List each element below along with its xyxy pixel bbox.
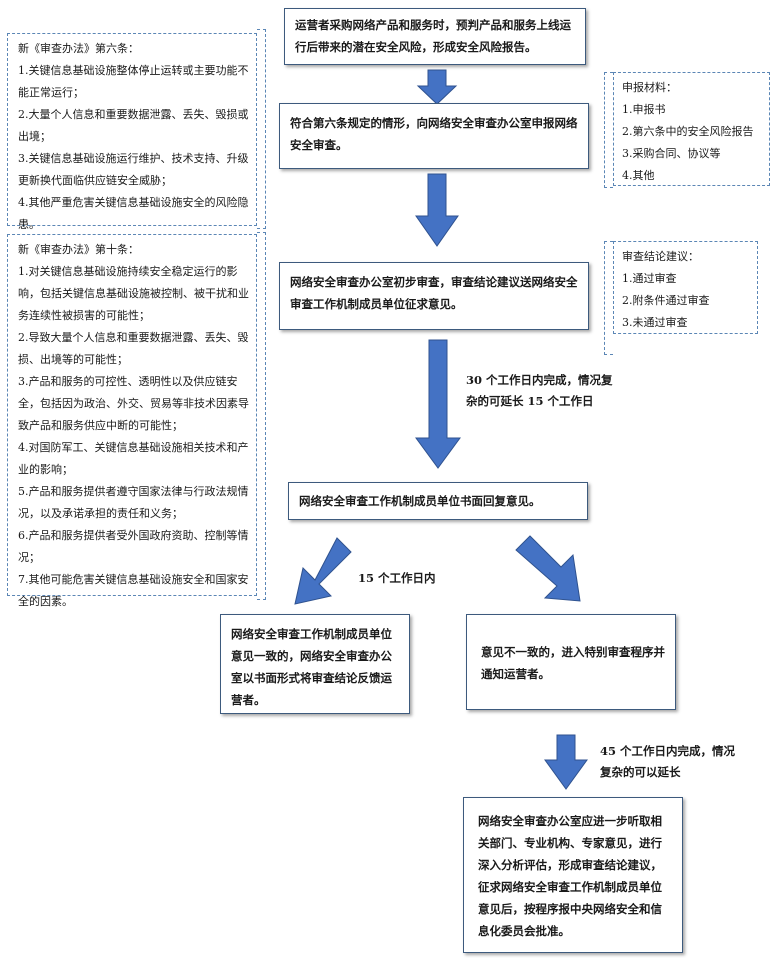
note-article-10-item: 6.产品和服务提供者受外国政府资助、控制等情况； — [18, 529, 249, 564]
step-apply-review-box: 符合第六条规定的情形，向网络安全审查办公室申报网络安全审查。 — [279, 103, 589, 169]
note-article-10-item: 3.产品和服务的可控性、透明性以及供应链安全，包括因为政治、外交、贸易等非技术因… — [18, 375, 249, 432]
note-conclusion: 审查结论建议： 1.通过审查 2.附条件通过审查 3.未通过审查 — [613, 241, 758, 334]
arrow-down-2 — [415, 173, 459, 247]
note-article-10-connector — [257, 232, 266, 600]
arrow-down-right — [515, 535, 581, 602]
note-materials-item: 2.第六条中的安全风险报告 — [622, 125, 754, 138]
arrow-down-1 — [416, 69, 458, 105]
note-conclusion-title: 审查结论建议： — [622, 250, 699, 263]
outcome-agree-box: 网络安全审查工作机制成员单位意见一致的，网络安全审查办公室以书面形式将审查结论反… — [220, 614, 410, 714]
note-article-10-item: 5.产品和服务提供者遵守国家法律与行政法规情况，以及承诺承担的责任和义务； — [18, 485, 249, 520]
note-article-6-connector — [257, 29, 266, 229]
note-article-10-item: 7.其他可能危害关键信息基础设施安全和国家安全的因素。 — [18, 573, 249, 608]
note-article-6-item: 1.关键信息基础设施整体停止运转或主要功能不能正常运行； — [18, 64, 249, 99]
label-15-days: 15 个工作日内 — [358, 571, 436, 585]
arrow-down-4 — [544, 734, 588, 790]
step-risk-report-text: 运营者采购网络产品和服务时，预判产品和服务上线运行后带来的潜在安全风险，形成安全… — [295, 18, 571, 54]
note-article-10-item: 1.对关键信息基础设施持续安全稳定运行的影响，包括关键信息基础设施被控制、被干扰… — [18, 265, 249, 322]
note-materials-item: 3.采购合同、协议等 — [622, 147, 721, 160]
note-article-6-title: 新《审查办法》第六条： — [18, 42, 139, 55]
special-review-text: 网络安全审查办公室应进一步听取相关部门、专业机构、专家意见，进行深入分析评估，形… — [478, 814, 662, 938]
note-article-6-item: 4.其他严重危害关键信息基础设施安全的风险隐患。 — [18, 196, 249, 231]
outcome-disagree-box: 意见不一致的，进入特别审查程序并通知运营者。 — [466, 614, 676, 710]
step-preliminary-review-box: 网络安全审查办公室初步审查，审查结论建议送网络安全审查工作机制成员单位征求意见。 — [279, 262, 589, 330]
note-article-10-title: 新《审查办法》第十条： — [18, 243, 139, 256]
note-article-6: 新《审查办法》第六条： 1.关键信息基础设施整体停止运转或主要功能不能正常运行；… — [7, 33, 257, 231]
note-materials-item: 1.申报书 — [622, 103, 666, 116]
note-conclusion-item: 3.未通过审查 — [622, 316, 688, 329]
outcome-agree-text: 网络安全审查工作机制成员单位意见一致的，网络安全审查办公室以书面形式将审查结论反… — [231, 627, 392, 707]
arrow-down-left — [294, 537, 352, 605]
note-materials-item: 4.其他 — [622, 169, 655, 182]
note-article-10-item: 4.对国防军工、关键信息基础设施相关技术和产业的影响； — [18, 441, 249, 476]
note-article-10-item: 2.导致大量个人信息和重要数据泄露、丢失、毁损、出境等的可能性； — [18, 331, 249, 366]
arrow-down-3 — [415, 339, 461, 469]
special-review-box: 网络安全审查办公室应进一步听取相关部门、专业机构、专家意见，进行深入分析评估，形… — [463, 797, 683, 953]
note-conclusion-item: 2.附条件通过审查 — [622, 294, 710, 307]
step-written-reply-box: 网络安全审查工作机制成员单位书面回复意见。 — [288, 482, 588, 520]
note-article-6-item: 3.关键信息基础设施运行维护、技术支持、升级更新换代面临供应链安全威胁； — [18, 152, 249, 187]
note-article-6-item: 2.大量个人信息和重要数据泄露、丢失、毁损或出境； — [18, 108, 249, 143]
note-conclusion-item: 1.通过审查 — [622, 272, 677, 285]
note-materials: 申报材料： 1.申报书 2.第六条中的安全风险报告 3.采购合同、协议等 4.其… — [613, 72, 770, 186]
outcome-disagree-text: 意见不一致的，进入特别审查程序并通知运营者。 — [481, 645, 665, 681]
step-preliminary-review-text: 网络安全审查办公室初步审查，审查结论建议送网络安全审查工作机制成员单位征求意见。 — [290, 275, 578, 311]
note-materials-title: 申报材料： — [622, 81, 677, 94]
note-materials-connector — [604, 72, 613, 188]
step-apply-review-text: 符合第六条规定的情形，向网络安全审查办公室申报网络安全审查。 — [290, 116, 578, 152]
label-45-days: 45 个工作日内完成，情况复杂的可以延长 — [600, 744, 736, 779]
label-30-days: 30 个工作日内完成，情况复杂的可延长 15 个工作日 — [466, 373, 613, 408]
note-article-10: 新《审查办法》第十条： 1.对关键信息基础设施持续安全稳定运行的影响，包括关键信… — [7, 234, 257, 608]
step-risk-report-box: 运营者采购网络产品和服务时，预判产品和服务上线运行后带来的潜在安全风险，形成安全… — [284, 8, 586, 65]
step-written-reply-text: 网络安全审查工作机制成员单位书面回复意见。 — [299, 494, 541, 508]
note-conclusion-connector — [604, 241, 613, 355]
